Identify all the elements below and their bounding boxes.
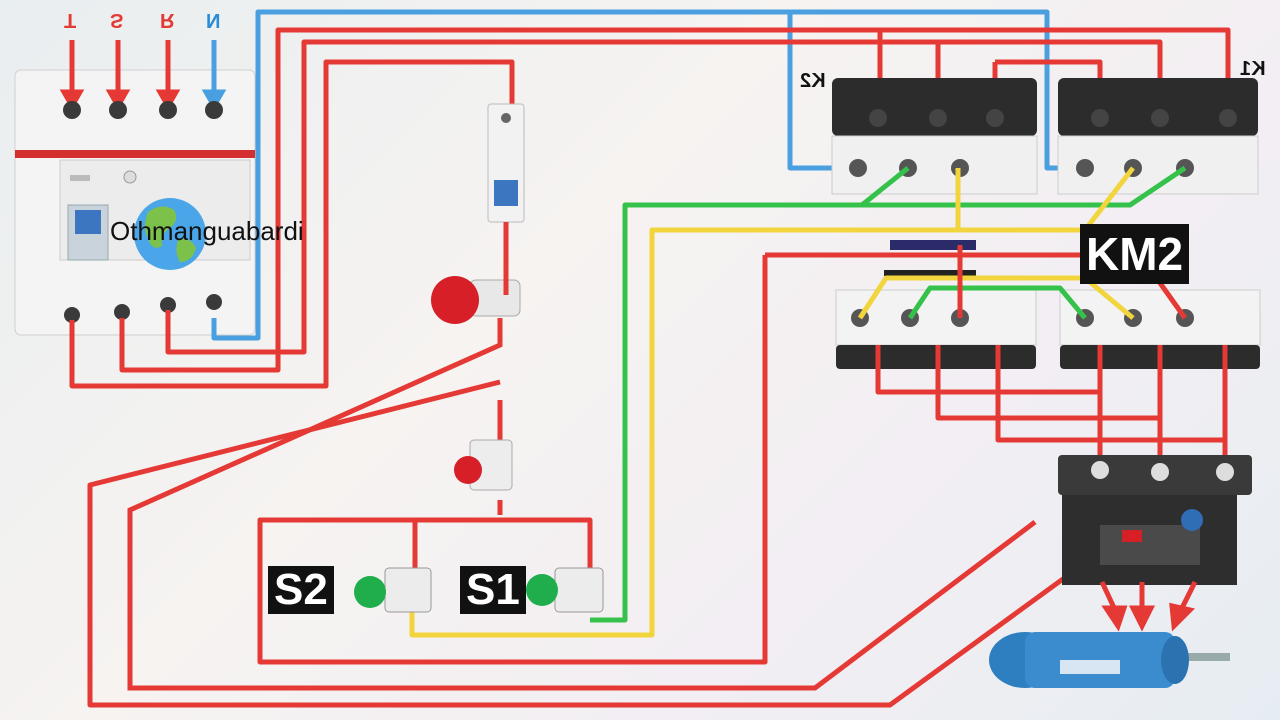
contactor-k1-label: K1: [1240, 58, 1266, 80]
motor-arrows: [1099, 580, 1198, 632]
phase-label-s: S: [110, 9, 124, 31]
auxiliary-contacts: [835, 289, 1261, 369]
km2-label: KM2: [1080, 224, 1190, 284]
s2-pushbutton: [354, 567, 432, 613]
stop-wire: [127, 222, 1037, 691]
s2-label: S2: [268, 566, 334, 614]
overload-relay: [1058, 455, 1252, 585]
s1-pushbutton: [526, 567, 604, 613]
s1-label: S1: [460, 566, 526, 614]
phase-label-t: T: [64, 9, 77, 31]
phase-label-r: R: [160, 9, 175, 31]
control-wires: [409, 165, 1187, 638]
mcb: [487, 103, 525, 223]
contactor-k2: [831, 78, 1038, 195]
breaker-top-terminals: [59, 40, 227, 323]
globe-icon: [134, 198, 206, 270]
watermark: Othmanguabardi: [110, 216, 304, 246]
start-loop-wire: [87, 379, 1102, 708]
contactor-k2-label: K2: [800, 70, 826, 92]
motor-icon: [989, 632, 1230, 688]
interlock-block: [884, 240, 976, 276]
phase-label-n: N: [206, 9, 221, 31]
power-output-wires: [875, 345, 1228, 462]
contactor-k1: [1057, 78, 1259, 195]
stop-pushbutton: [454, 439, 513, 491]
